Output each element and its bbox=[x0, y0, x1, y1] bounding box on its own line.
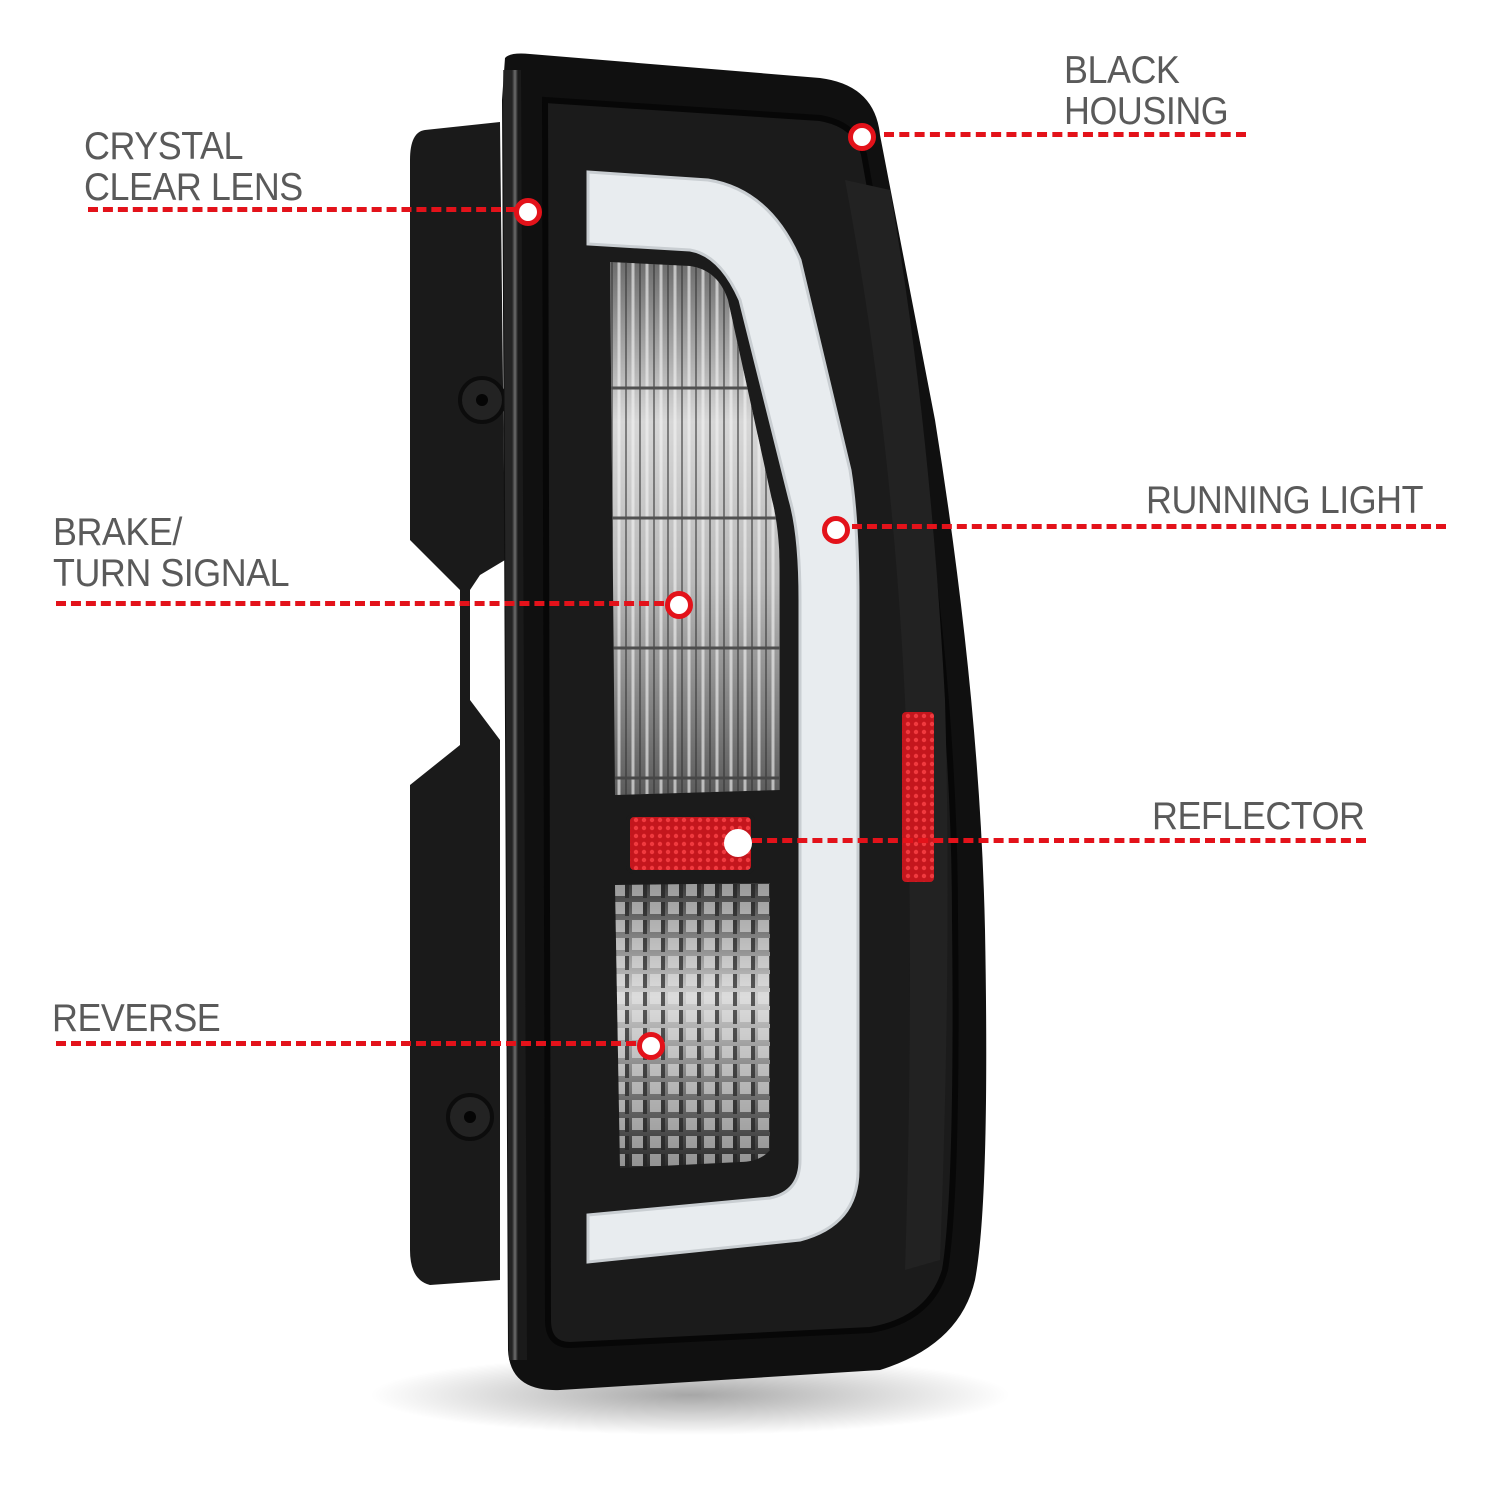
lens-edge bbox=[503, 69, 527, 1361]
callout-marker-crystal-clear-lens bbox=[514, 198, 542, 226]
callout-marker-black-housing bbox=[848, 123, 876, 151]
center-reflector bbox=[626, 813, 755, 874]
callout-label-black-housing: BLACK HOUSING bbox=[1064, 49, 1229, 133]
callout-line-reverse bbox=[56, 1041, 636, 1046]
running-light-bar bbox=[586, 170, 860, 1264]
side-strip bbox=[845, 180, 948, 1270]
callout-marker-reflector bbox=[724, 829, 752, 857]
callout-label-brake-turn-signal: BRAKE/ TURN SIGNAL bbox=[53, 511, 290, 595]
callout-marker-brake-turn-signal bbox=[665, 591, 693, 619]
callout-marker-reverse bbox=[637, 1032, 665, 1060]
callout-line-running-light bbox=[852, 524, 1446, 529]
callout-label-crystal-clear-lens: CRYSTAL CLEAR LENS bbox=[84, 125, 303, 209]
callout-line-brake-turn-signal bbox=[56, 601, 664, 606]
callout-marker-running-light bbox=[822, 516, 850, 544]
callout-label-reflector: REFLECTOR bbox=[1152, 795, 1365, 838]
callout-label-running-light: RUNNING LIGHT bbox=[1146, 479, 1424, 522]
mount-screw-bottom-hole bbox=[464, 1111, 476, 1123]
callout-label-reverse: REVERSE bbox=[52, 997, 221, 1040]
brake-turn-lens-ribs bbox=[610, 262, 780, 795]
side-reflector bbox=[902, 712, 934, 882]
callout-line-crystal-clear-lens bbox=[88, 207, 516, 212]
reverse-lens-grid bbox=[615, 883, 770, 1168]
callout-line-black-housing bbox=[884, 132, 1246, 137]
callout-line-reflector bbox=[752, 838, 1366, 843]
mount-screw-top-hole bbox=[476, 394, 488, 406]
